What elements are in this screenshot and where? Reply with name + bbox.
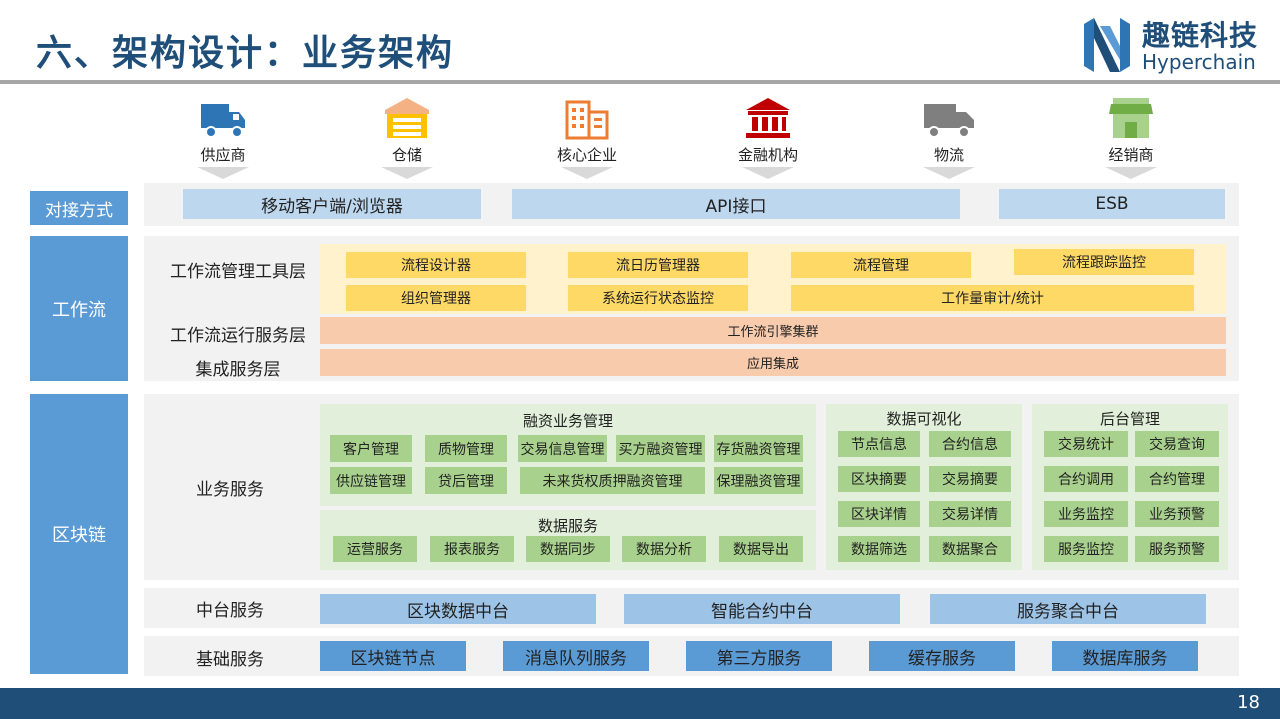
data-service-item: 数据分析 (622, 536, 706, 562)
actor-label: 仓储 (391, 146, 422, 164)
visual-item: 数据筛选 (838, 536, 920, 562)
tool-process-tracking: 流程跟踪监控 (1014, 249, 1194, 275)
backend-item: 业务预警 (1135, 501, 1219, 527)
tool-org-manager: 组织管理器 (346, 285, 526, 311)
actor-logistics: 物流 (894, 92, 1004, 179)
data-service-item: 数据同步 (526, 536, 610, 562)
actor-label: 金融机构 (737, 146, 798, 164)
actor-core-enterprise: 核心企业 (532, 92, 642, 179)
building-icon (565, 100, 609, 140)
business-service-label: 业务服务 (196, 479, 264, 500)
visual-item: 区块摘要 (838, 466, 920, 492)
base-service-item: 第三方服务 (686, 641, 832, 671)
backend-item: 合约调用 (1044, 466, 1128, 492)
finance-item: 质物管理 (425, 435, 507, 462)
actor-supplier: 供应商 (168, 92, 278, 179)
access-api: API接口 (512, 189, 960, 219)
backend-item: 服务预警 (1135, 536, 1219, 562)
actor-label: 物流 (933, 146, 964, 164)
access-mobile-browser: 移动客户端/浏览器 (183, 189, 481, 219)
visual-item: 交易摘要 (929, 466, 1011, 492)
finance-item: 客户管理 (330, 435, 412, 462)
backend-management-title: 后台管理 (1099, 410, 1160, 428)
workflow-layer-label: 工作流 (30, 236, 128, 381)
middle-service-item: 区块数据中台 (320, 594, 596, 624)
base-service-label: 基础服务 (196, 649, 264, 670)
arrow-down-icon (742, 167, 794, 179)
tool-calendar-manager: 流日历管理器 (568, 252, 748, 278)
store-icon (1109, 98, 1153, 138)
middle-service-label: 中台服务 (196, 600, 264, 621)
visual-item: 数据聚合 (929, 536, 1011, 562)
workflow-engine-cluster: 工作流引擎集群 (320, 317, 1226, 344)
actor-warehouse: 仓储 (352, 92, 462, 179)
backend-item: 交易统计 (1044, 431, 1128, 457)
page-number: 18 (1237, 692, 1260, 713)
arrow-down-icon (1105, 167, 1157, 179)
integration-layer-label: 集成服务层 (195, 359, 281, 380)
tool-workload-audit: 工作量审计/统计 (791, 285, 1194, 311)
bank-icon (746, 98, 790, 138)
middle-service-item: 服务聚合中台 (930, 594, 1206, 624)
data-service-item: 运营服务 (333, 536, 417, 562)
data-service-item: 报表服务 (430, 536, 514, 562)
backend-item: 合约管理 (1135, 466, 1219, 492)
backend-item: 交易查询 (1135, 431, 1219, 457)
arrow-down-icon (561, 167, 613, 179)
tool-process-management: 流程管理 (791, 252, 971, 278)
base-service-item: 消息队列服务 (503, 641, 649, 671)
workflow-run-layer-label: 工作流运行服务层 (170, 325, 306, 346)
truck-icon (201, 104, 245, 138)
base-service-item: 缓存服务 (869, 641, 1015, 671)
footer-bar (0, 688, 1280, 719)
actor-distributor: 经销商 (1076, 92, 1186, 179)
finance-management-title: 融资业务管理 (522, 412, 613, 430)
finance-item: 保理融资管理 (714, 467, 803, 494)
title-divider (0, 80, 1280, 84)
arrow-down-icon (381, 167, 433, 179)
actor-label: 核心企业 (556, 146, 617, 164)
finance-item: 交易信息管理 (518, 435, 607, 462)
warehouse-icon (385, 98, 429, 138)
arrow-down-icon (923, 167, 975, 179)
actor-label: 供应商 (200, 146, 246, 164)
tool-system-status-monitor: 系统运行状态监控 (568, 285, 748, 311)
workflow-tools-layer-label: 工作流管理工具层 (170, 261, 306, 282)
finance-item: 存货融资管理 (714, 435, 803, 462)
tool-process-designer: 流程设计器 (346, 252, 526, 278)
middle-service-item: 智能合约中台 (624, 594, 900, 624)
visual-item: 合约信息 (929, 431, 1011, 457)
base-service-item: 区块链节点 (320, 641, 466, 671)
logo-chinese-name: 趣链科技 (1142, 19, 1259, 52)
access-esb: ESB (999, 189, 1225, 219)
actor-financial-institution: 金融机构 (713, 92, 823, 179)
visual-item: 节点信息 (838, 431, 920, 457)
application-integration: 应用集成 (320, 349, 1226, 376)
backend-item: 服务监控 (1044, 536, 1128, 562)
finance-item: 供应链管理 (330, 467, 412, 494)
page-title: 六、架构设计：业务架构 (36, 33, 455, 74)
visual-item: 区块详情 (838, 501, 920, 527)
finance-item: 未来货权质押融资管理 (520, 467, 705, 494)
truck-icon (924, 104, 974, 138)
logo-english-name: Hyperchain (1142, 50, 1256, 74)
blockchain-layer-label: 区块链 (30, 394, 128, 674)
actor-label: 经销商 (1108, 146, 1154, 164)
backend-item: 业务监控 (1044, 501, 1128, 527)
data-service-item: 数据导出 (719, 536, 803, 562)
finance-item: 贷后管理 (425, 467, 507, 494)
arrow-down-icon (197, 167, 249, 179)
data-service-title: 数据服务 (537, 517, 598, 535)
visual-item: 交易详情 (929, 501, 1011, 527)
base-service-item: 数据库服务 (1052, 641, 1198, 671)
access-layer-label: 对接方式 (30, 191, 128, 225)
data-visualization-title: 数据可视化 (886, 410, 962, 428)
hyperchain-logo-icon (1084, 18, 1130, 72)
finance-item: 买方融资管理 (616, 435, 705, 462)
